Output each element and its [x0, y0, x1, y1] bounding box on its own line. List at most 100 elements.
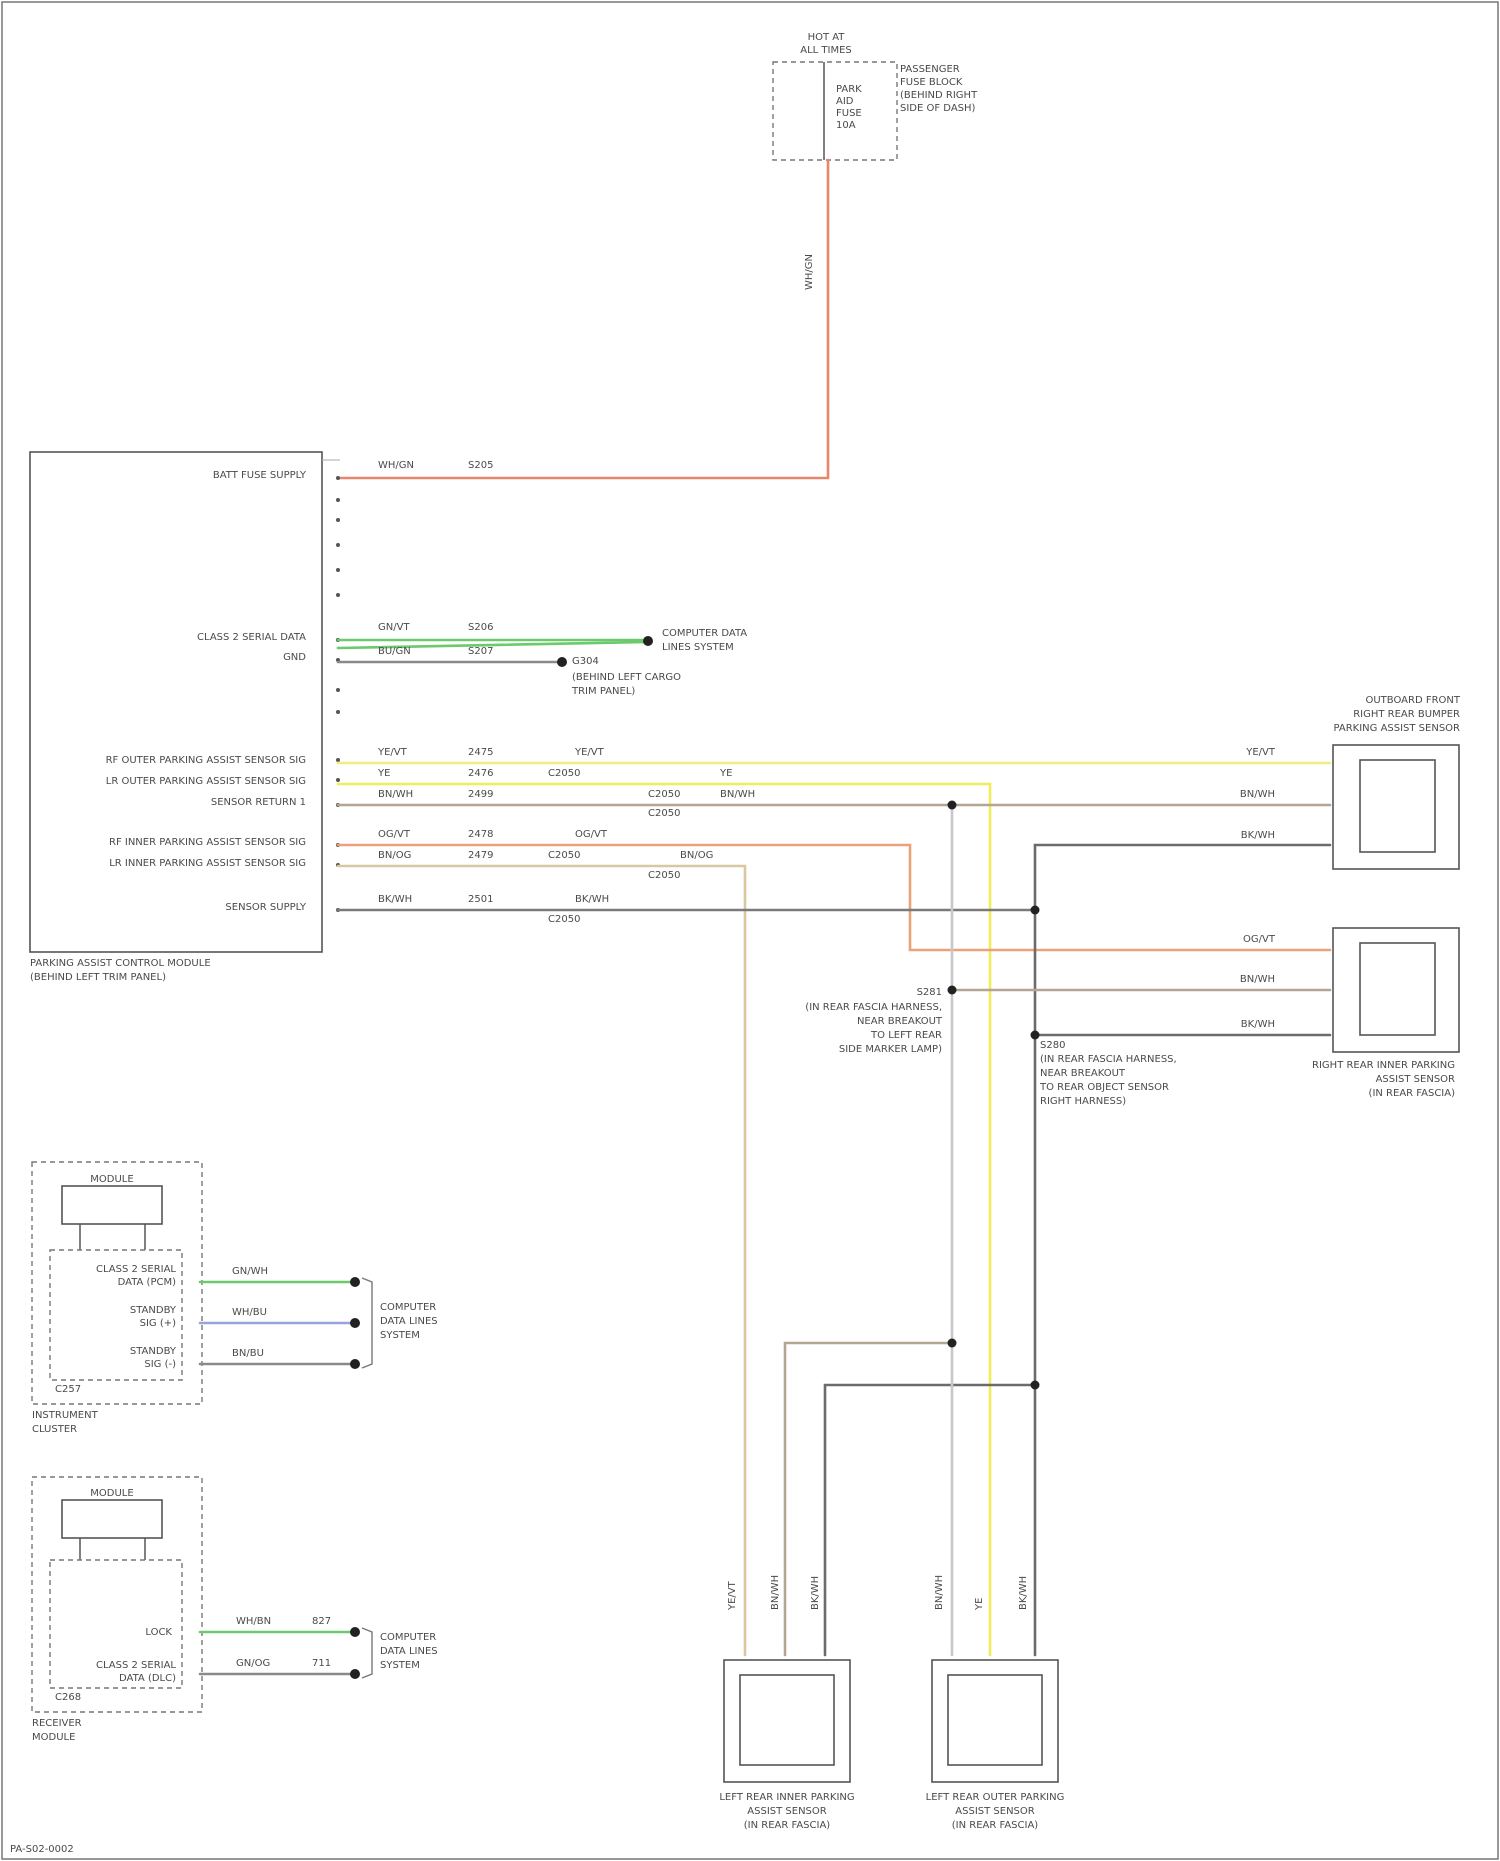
ic-conn: C257 [55, 1384, 81, 1395]
splice1-desc-4: SIDE MARKER LAMP) [839, 1044, 942, 1055]
rf-inner-w1: OG/VT [1243, 934, 1276, 945]
splice-supply-node [1031, 906, 1040, 915]
rm-w1c: 827 [312, 1616, 331, 1627]
rm-dest-1: COMPUTER [380, 1632, 436, 1643]
li-w3: BK/WH [1018, 1576, 1029, 1610]
pin-ps6-label: SENSOR SUPPLY [225, 902, 306, 913]
splice2-desc-2: NEAR BREAKOUT [1040, 1068, 1126, 1079]
ic-name-1: INSTRUMENT [32, 1410, 99, 1421]
lr-outer-sensor: BN/WH YE BK/WH LEFT REAR OUTER PARKING A… [926, 1575, 1065, 1831]
pin-gnd-label: GND [283, 652, 306, 663]
ic-pin1: CLASS 2 SERIAL [96, 1264, 176, 1275]
gnd-node [557, 657, 567, 667]
footer-code: PA-S02-0002 [10, 1844, 74, 1855]
fuse-wire-color: WH/GN [804, 254, 815, 290]
receiver-module: MODULE LOCK CLASS 2 SERIAL DATA (DLC) C2… [32, 1477, 202, 1743]
w4-ckt: 2478 [468, 829, 493, 840]
lo-w2: BN/WH [770, 1575, 781, 1610]
rf-outer-w2: BN/WH [1240, 789, 1275, 800]
w6-color-b: BK/WH [575, 894, 609, 905]
w3-color: BN/WH [378, 789, 413, 800]
ic-pin3b: SIG (-) [144, 1359, 176, 1370]
wire-supply-rf-inner [1035, 910, 1330, 1035]
splice-return-node [948, 801, 957, 810]
rm-outer [32, 1477, 202, 1712]
rf-outer-box [1333, 745, 1459, 869]
fuse-inner-4: 10A [836, 120, 856, 131]
w5-ckt: 2479 [468, 850, 493, 861]
ic-dest-1: COMPUTER [380, 1302, 436, 1313]
rf-outer-sensor: OUTBOARD FRONT RIGHT REAR BUMPER PARKING… [1240, 695, 1461, 869]
fuse-hot-label-2: ALL TIMES [800, 45, 852, 56]
ic-module-label: MODULE [90, 1174, 133, 1185]
conn-c1: C2050 [548, 768, 580, 779]
w2-color-b: YE [719, 768, 732, 779]
li-w2: YE [974, 1598, 985, 1611]
rf-outer-name-2: RIGHT REAR BUMPER [1353, 709, 1460, 720]
wire-supply-lr [825, 1035, 1035, 1655]
rf-outer-w1: YE/VT [1245, 747, 1276, 758]
module-box [30, 452, 322, 952]
conn-c5: C2050 [648, 870, 680, 881]
ic-module-box [62, 1186, 162, 1224]
rm-pin2: CLASS 2 SERIAL [96, 1660, 176, 1671]
w3-ckt: 2499 [468, 789, 493, 800]
wire-lr-outer-sig [338, 784, 990, 1655]
pin-batt-label: BATT FUSE SUPPLY [213, 470, 307, 481]
w1-color-b: YE/VT [574, 747, 605, 758]
ic-w1: GN/WH [232, 1266, 268, 1277]
lr-inner-sensor: YE/VT BN/WH BK/WH LEFT REAR INNER PARKIN… [719, 1575, 854, 1831]
rm-module-box [62, 1500, 162, 1538]
rm-pin1: LOCK [145, 1627, 172, 1638]
rm-name-1: RECEIVER [32, 1718, 82, 1729]
can-node [643, 636, 653, 646]
fuse-inner-2: AID [836, 96, 854, 107]
pin-ps2-label: LR OUTER PARKING ASSIST SENSOR SIG [106, 776, 306, 787]
li-inner [948, 1675, 1042, 1765]
ic-dest-2: DATA LINES [380, 1316, 438, 1327]
lo-name-1: LEFT REAR INNER PARKING [719, 1792, 854, 1803]
w6-color: BK/WH [378, 894, 412, 905]
fuse-block: HOT AT ALL TIMES PARK AID FUSE 10A PASSE… [773, 32, 978, 160]
w4-color: OG/VT [378, 829, 411, 840]
ic-pin2: STANDBY [130, 1305, 177, 1316]
li-w1: BN/WH [934, 1575, 945, 1610]
conn-c6: C2050 [548, 914, 580, 925]
rf-inner-sensor: OG/VT BN/WH BK/WH RIGHT REAR INNER PARKI… [1240, 928, 1459, 1099]
lo-inner [740, 1675, 834, 1765]
rm-module-label: MODULE [90, 1488, 133, 1499]
li-box [932, 1660, 1058, 1782]
rf-outer-name-3: PARKING ASSIST SENSOR [1333, 723, 1460, 734]
w3-color-b: BN/WH [720, 789, 755, 800]
lo-w3: BK/WH [810, 1576, 821, 1610]
lo-w1: YE/VT [727, 1580, 738, 1611]
can-color-1: GN/VT [378, 622, 410, 633]
can-color-2: BU/GN [378, 646, 411, 657]
w4-color-b: OG/VT [575, 829, 608, 840]
pin-ps4-label: RF INNER PARKING ASSIST SENSOR SIG [109, 837, 306, 848]
w6-ckt: 2501 [468, 894, 493, 905]
can-dest-2: LINES SYSTEM [662, 642, 734, 653]
can-ckt-2: S207 [468, 646, 493, 657]
can-dest-1: COMPUTER DATA [662, 628, 747, 639]
splice1-desc-3: TO LEFT REAR [870, 1030, 942, 1041]
splice2-desc-3: TO REAR OBJECT SENSOR [1039, 1082, 1169, 1093]
rf-inner-w2: BN/WH [1240, 974, 1275, 985]
fuse-desc-1: PASSENGER [900, 64, 960, 75]
module-name-1: PARKING ASSIST CONTROL MODULE [30, 958, 211, 969]
can-ckt-1: S206 [468, 622, 493, 633]
rf-outer-name-1: OUTBOARD FRONT [1365, 695, 1460, 706]
wire-supply-rf-outer [1035, 845, 1330, 910]
batt-wire-color: WH/GN [378, 460, 414, 471]
w2-ckt: 2476 [468, 768, 493, 779]
rf-inner-name-2: ASSIST SENSOR [1376, 1074, 1455, 1085]
gnd-dest-3: TRIM PANEL) [571, 686, 635, 697]
li-name-1: LEFT REAR OUTER PARKING [926, 1792, 1065, 1803]
splice2-desc-1: (IN REAR FASCIA HARNESS, [1040, 1054, 1177, 1065]
ic-w3: BN/BU [232, 1348, 264, 1359]
ic-pin2b: SIG (+) [140, 1318, 177, 1329]
splice-s280-node [1031, 1031, 1040, 1040]
splice1-label: S281 [917, 987, 942, 998]
w5-color-b: BN/OG [680, 850, 713, 861]
ic-pin3: STANDBY [130, 1346, 177, 1357]
